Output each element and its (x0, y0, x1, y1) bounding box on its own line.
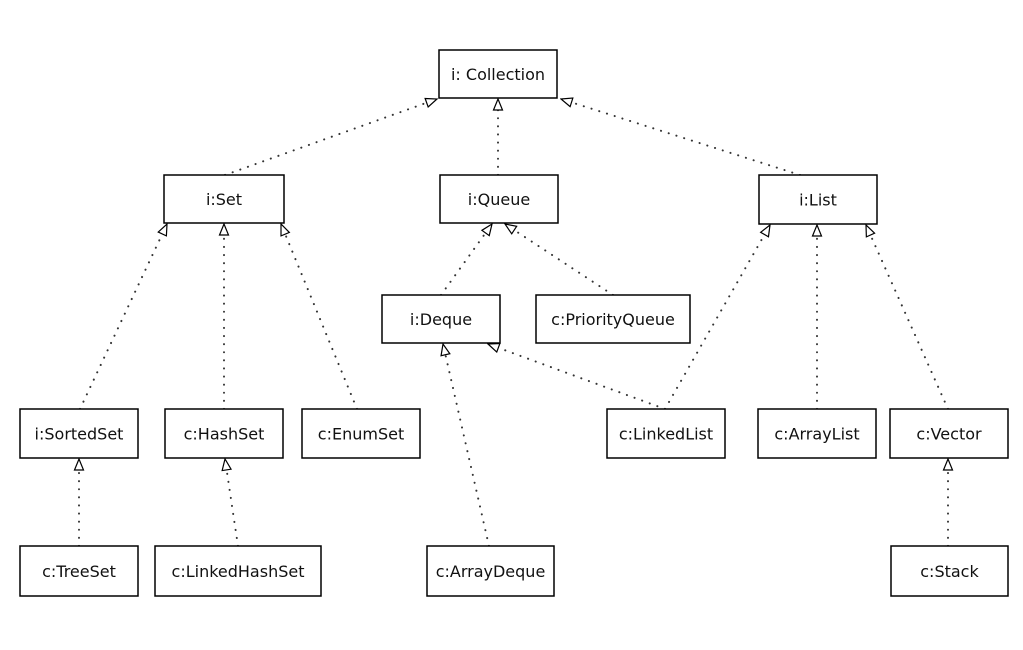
edges-layer (79, 99, 949, 547)
node-arraylist-box (757, 408, 877, 459)
node-sortedset: i:SortedSet (19, 408, 139, 459)
node-collection-box (438, 49, 558, 99)
node-arraylist-label: c:ArrayList (774, 425, 859, 444)
node-sortedset-box (19, 408, 139, 459)
node-enumset: c:EnumSet (301, 408, 421, 459)
node-arraylist: c:ArrayList (757, 408, 877, 459)
node-priorityqueue-box (535, 294, 691, 344)
node-set-box (163, 174, 285, 224)
node-linkedhashset-label: c:LinkedHashSet (172, 562, 305, 581)
node-linkedlist: c:LinkedList (606, 408, 726, 459)
node-hashset-box (164, 408, 284, 459)
node-treeset-label: c:TreeSet (42, 562, 116, 581)
edge-priorityqueue-to-queue (505, 223, 614, 296)
edge-sortedset-to-set (79, 224, 168, 410)
node-list-box (758, 174, 878, 225)
node-set-label: i:Set (206, 190, 242, 209)
node-deque-label: i:Deque (410, 310, 472, 329)
node-arraydeque-box (426, 545, 555, 597)
node-stack-box (890, 545, 1009, 597)
node-arraydeque-label: c:ArrayDeque (436, 562, 546, 581)
edge-vector-to-list (865, 225, 949, 410)
node-collection: i: Collection (438, 49, 558, 99)
node-deque: i:Deque (381, 294, 501, 344)
node-set: i:Set (163, 174, 285, 224)
node-enumset-label: c:EnumSet (318, 425, 404, 444)
node-linkedhashset: c:LinkedHashSet (154, 545, 322, 597)
node-hashset-label: c:HashSet (184, 425, 265, 444)
node-priorityqueue: c:PriorityQueue (535, 294, 691, 344)
edge-linkedlist-to-list (664, 225, 771, 410)
node-vector: c:Vector (889, 408, 1009, 459)
node-list: i:List (758, 174, 878, 225)
node-hashset: c:HashSet (164, 408, 284, 459)
node-linkedhashset-box (154, 545, 322, 597)
node-collection-label: i: Collection (451, 65, 545, 84)
node-treeset-box (19, 545, 139, 597)
node-arraydeque: c:ArrayDeque (426, 545, 555, 597)
node-vector-box (889, 408, 1009, 459)
edge-set-to-collection (224, 99, 437, 176)
node-list-label: i:List (799, 191, 837, 210)
node-queue: i:Queue (439, 174, 559, 224)
edge-enumset-to-set (280, 224, 358, 410)
edge-linkedhashset-to-hashset (225, 459, 239, 547)
node-queue-box (439, 174, 559, 224)
node-priorityqueue-label: c:PriorityQueue (551, 310, 675, 329)
node-stack: c:Stack (890, 545, 1009, 597)
node-queue-label: i:Queue (468, 190, 530, 209)
node-linkedlist-box (606, 408, 726, 459)
node-vector-label: c:Vector (916, 425, 982, 444)
node-deque-box (381, 294, 501, 344)
edge-linkedlist-to-deque (488, 344, 666, 410)
nodes-layer: i: Collection i:Set i:Queue i:List i:Deque c:… (19, 49, 1009, 597)
edge-arraydeque-to-deque (443, 344, 490, 547)
node-treeset: c:TreeSet (19, 545, 139, 597)
node-enumset-box (301, 408, 421, 459)
node-sortedset-label: i:SortedSet (35, 425, 124, 444)
edge-list-to-collection (561, 99, 801, 176)
node-stack-label: c:Stack (920, 562, 979, 581)
edge-deque-to-queue (440, 224, 493, 296)
node-linkedlist-label: c:LinkedList (619, 425, 713, 444)
